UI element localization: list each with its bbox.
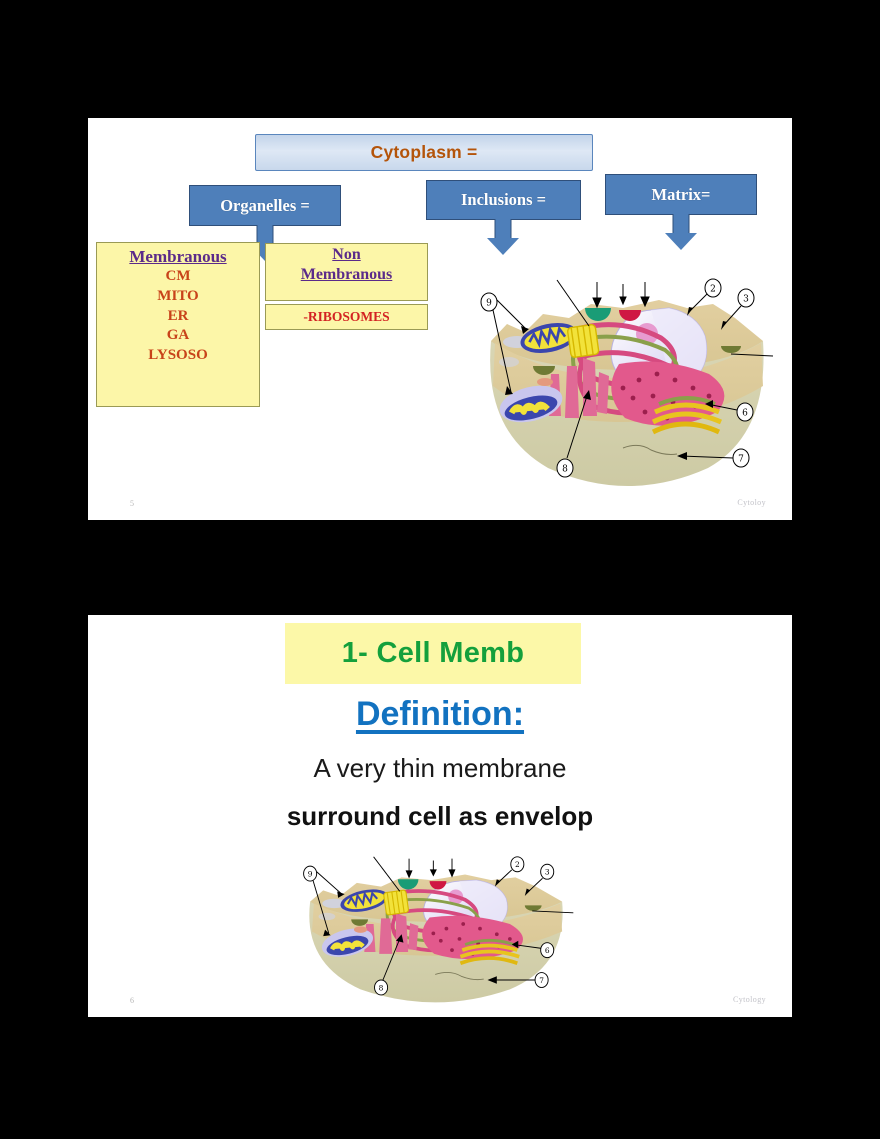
callout-6: 6: [742, 409, 748, 419]
definition-label: Definition:: [355, 695, 525, 733]
slide-title-label: 1- Cell Memb: [341, 637, 525, 669]
slide-number: 5: [130, 499, 134, 508]
callout-7: 7: [738, 455, 744, 465]
branch-label-inclusions: Inclusions =: [460, 190, 547, 209]
slide-watermark: Cytoloy: [737, 498, 766, 507]
slide-number: 6: [130, 996, 134, 1005]
callout-9: 9: [486, 299, 492, 309]
callout-2: 2: [515, 860, 520, 869]
membranous-item: LYSOSO: [148, 347, 208, 364]
slide-title-highlight: 1- Cell Memb: [285, 623, 581, 684]
cytoplasm-header-box: Cytoplasm =: [255, 134, 593, 171]
non-membranous-box: Non Membranous: [265, 243, 428, 301]
body-line-2: surround cell as envelop: [286, 801, 594, 831]
down-arrow-icon-matrix: [664, 214, 698, 250]
callout-8: 8: [379, 983, 384, 992]
callout-3: 3: [743, 295, 749, 305]
down-arrow-icon-inclusions: [486, 219, 520, 255]
ribosomes-label: -RIBOSOMES: [303, 309, 390, 324]
branch-label-matrix: Matrix=: [651, 184, 711, 204]
callout-8: 8: [562, 465, 568, 475]
cell-diagram-slide-2: 9 2 3 6 7 8: [303, 856, 574, 1003]
branch-label-organelles: Organelles =: [220, 195, 310, 215]
slide-cytoplasm-classification: Cytoplasm = Organelles = Inclusions = Ma…: [88, 118, 792, 520]
definition-heading: Definition:: [88, 695, 792, 734]
callout-7: 7: [539, 976, 544, 985]
non-membranous-heading-line2: Membranous: [300, 266, 393, 284]
callout-6: 6: [545, 946, 550, 955]
callout-2: 2: [710, 285, 716, 295]
membranous-item: GA: [166, 327, 190, 344]
callout-9: 9: [308, 869, 313, 878]
cytoplasm-header-label: Cytoplasm =: [370, 142, 478, 162]
membranous-item: MITO: [157, 287, 199, 304]
membranous-heading: Membranous: [129, 247, 227, 266]
membranous-box: Membranous CM MITO ER GA LYSOSO: [96, 242, 260, 407]
slide-cell-membrane-definition: 1- Cell Memb Definition: A very thin mem…: [88, 615, 792, 1017]
cell-diagram-slide-1: 9 2 3 6 7 8: [480, 278, 774, 486]
ribosomes-box: -RIBOSOMES: [265, 304, 428, 330]
non-membranous-heading-line1: Non: [332, 246, 361, 263]
body-line-1: A very thin membrane: [313, 753, 567, 783]
branch-box-inclusions: Inclusions =: [426, 180, 581, 220]
membranous-item: ER: [167, 307, 189, 324]
callout-3: 3: [545, 868, 550, 877]
branch-box-matrix: Matrix=: [605, 174, 757, 215]
slide-watermark: Cytology: [733, 995, 766, 1004]
membranous-item: CM: [165, 268, 191, 284]
branch-box-organelles: Organelles =: [189, 185, 341, 226]
